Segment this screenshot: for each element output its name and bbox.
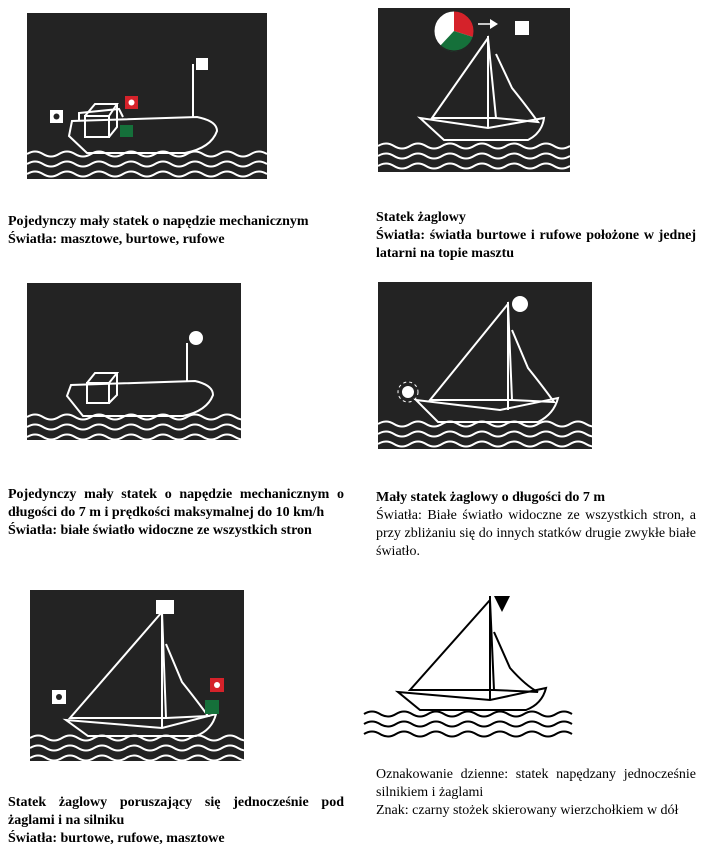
wave-line	[363, 730, 573, 738]
arrow-right-icon	[490, 19, 498, 29]
wheelhouse-outline	[86, 372, 120, 404]
wave-line	[27, 150, 267, 158]
caption-title: Pojedynczy mały statek o napędzie mechan…	[8, 487, 344, 520]
wave-line	[378, 152, 570, 160]
motor-vessel-illustration	[27, 58, 267, 178]
caption-small-motor-vessel: Pojedynczy mały statek o napędzie mechan…	[8, 213, 344, 249]
mainsail-outline	[67, 609, 168, 719]
caption-title: Statek żaglowy	[376, 210, 466, 225]
caption-small-motor-vessel-7m: Pojedynczy mały statek o napędzie mechan…	[8, 486, 344, 540]
masthead-light-icon	[515, 21, 529, 35]
mainsail-outline	[427, 301, 514, 401]
torch-light-icon	[397, 381, 419, 403]
caption-small-sailing-vessel-7m: Mały statek żaglowy o długości do 7 m Św…	[376, 489, 696, 561]
caption-lights: Światła: burtowe, rufowe, masztowe	[8, 831, 225, 846]
small-sailing-vessel-illustration	[378, 296, 592, 448]
jib-outline	[493, 631, 539, 693]
hull-outline	[67, 115, 219, 154]
green-sidelight-icon	[205, 700, 219, 714]
hull-outline	[416, 116, 546, 141]
panel-sail-and-engine	[30, 590, 244, 761]
wave-line	[30, 744, 244, 752]
caption-sign: Znak: czarny stożek skierowany wierzchoł…	[376, 803, 679, 818]
hull-outline	[65, 379, 215, 417]
wave-line	[363, 720, 573, 728]
wave-line	[378, 440, 592, 448]
caption-day-marking: Oznakowanie dzienne: statek napędzany je…	[376, 766, 696, 820]
mainsail-outline	[430, 35, 498, 119]
panel-day-marking	[360, 592, 574, 762]
wave-line	[30, 734, 244, 742]
wave-line	[378, 162, 570, 170]
panel-small-sailing-vessel-7m	[378, 282, 592, 449]
caption-title: Pojedynczy mały statek o napędzie mechan…	[8, 214, 309, 229]
panel-sailing-vessel	[378, 8, 570, 172]
wave-line	[27, 160, 267, 168]
mainsail-outline	[407, 597, 496, 691]
panel-small-motor-vessel-7m	[27, 283, 241, 440]
all-round-white-light-icon	[189, 331, 203, 345]
sailing-vessel-illustration	[378, 10, 570, 170]
caption-lights: Światła: światła burtowe i rufowe położo…	[376, 228, 696, 261]
green-sidelight-icon	[120, 125, 133, 137]
caption-lights: Światła: białe światło widoczne ze wszys…	[8, 523, 312, 538]
wave-line	[27, 170, 267, 178]
jib-outline	[165, 643, 210, 719]
wave-line	[27, 423, 241, 431]
caption-lights: Światła: masztowe, burtowe, rufowe	[8, 232, 225, 247]
caption-sail-and-engine: Statek żaglowy poruszający się jednocześ…	[8, 794, 344, 848]
black-cone-down-icon	[494, 596, 510, 612]
hull-outline	[413, 396, 560, 423]
masthead-light-icon	[156, 600, 174, 614]
panel-small-motor-vessel	[27, 13, 267, 179]
caption-title: Oznakowanie dzienne: statek napędzany je…	[376, 767, 696, 800]
caption-title: Statek żaglowy poruszający się jednocześ…	[8, 795, 344, 828]
deck-outline	[78, 107, 124, 121]
tricolour-lantern-icon	[433, 10, 475, 52]
wave-line	[27, 413, 241, 421]
sail-and-engine-illustration	[30, 600, 244, 761]
day-marking-illustration	[363, 596, 573, 738]
wave-line	[378, 420, 592, 428]
wave-line	[30, 754, 244, 761]
masthead-light-icon	[196, 58, 208, 70]
wave-line	[378, 142, 570, 150]
caption-title: Mały statek żaglowy o długości do 7 m	[376, 490, 606, 505]
motor-vessel-7m-illustration	[27, 331, 241, 440]
wave-line	[363, 710, 573, 718]
caption-lights: Światła: Białe światło widoczne ze wszys…	[376, 508, 696, 559]
wave-line	[27, 433, 241, 440]
wave-line	[378, 430, 592, 438]
wheelhouse-outline	[84, 103, 119, 138]
jib-outline	[511, 329, 557, 404]
jib-outline	[495, 53, 541, 124]
hull-outline	[394, 686, 548, 711]
caption-sailing-vessel: Statek żaglowy Światła: światła burtowe …	[376, 209, 696, 263]
masthead-white-light-icon	[512, 296, 528, 312]
